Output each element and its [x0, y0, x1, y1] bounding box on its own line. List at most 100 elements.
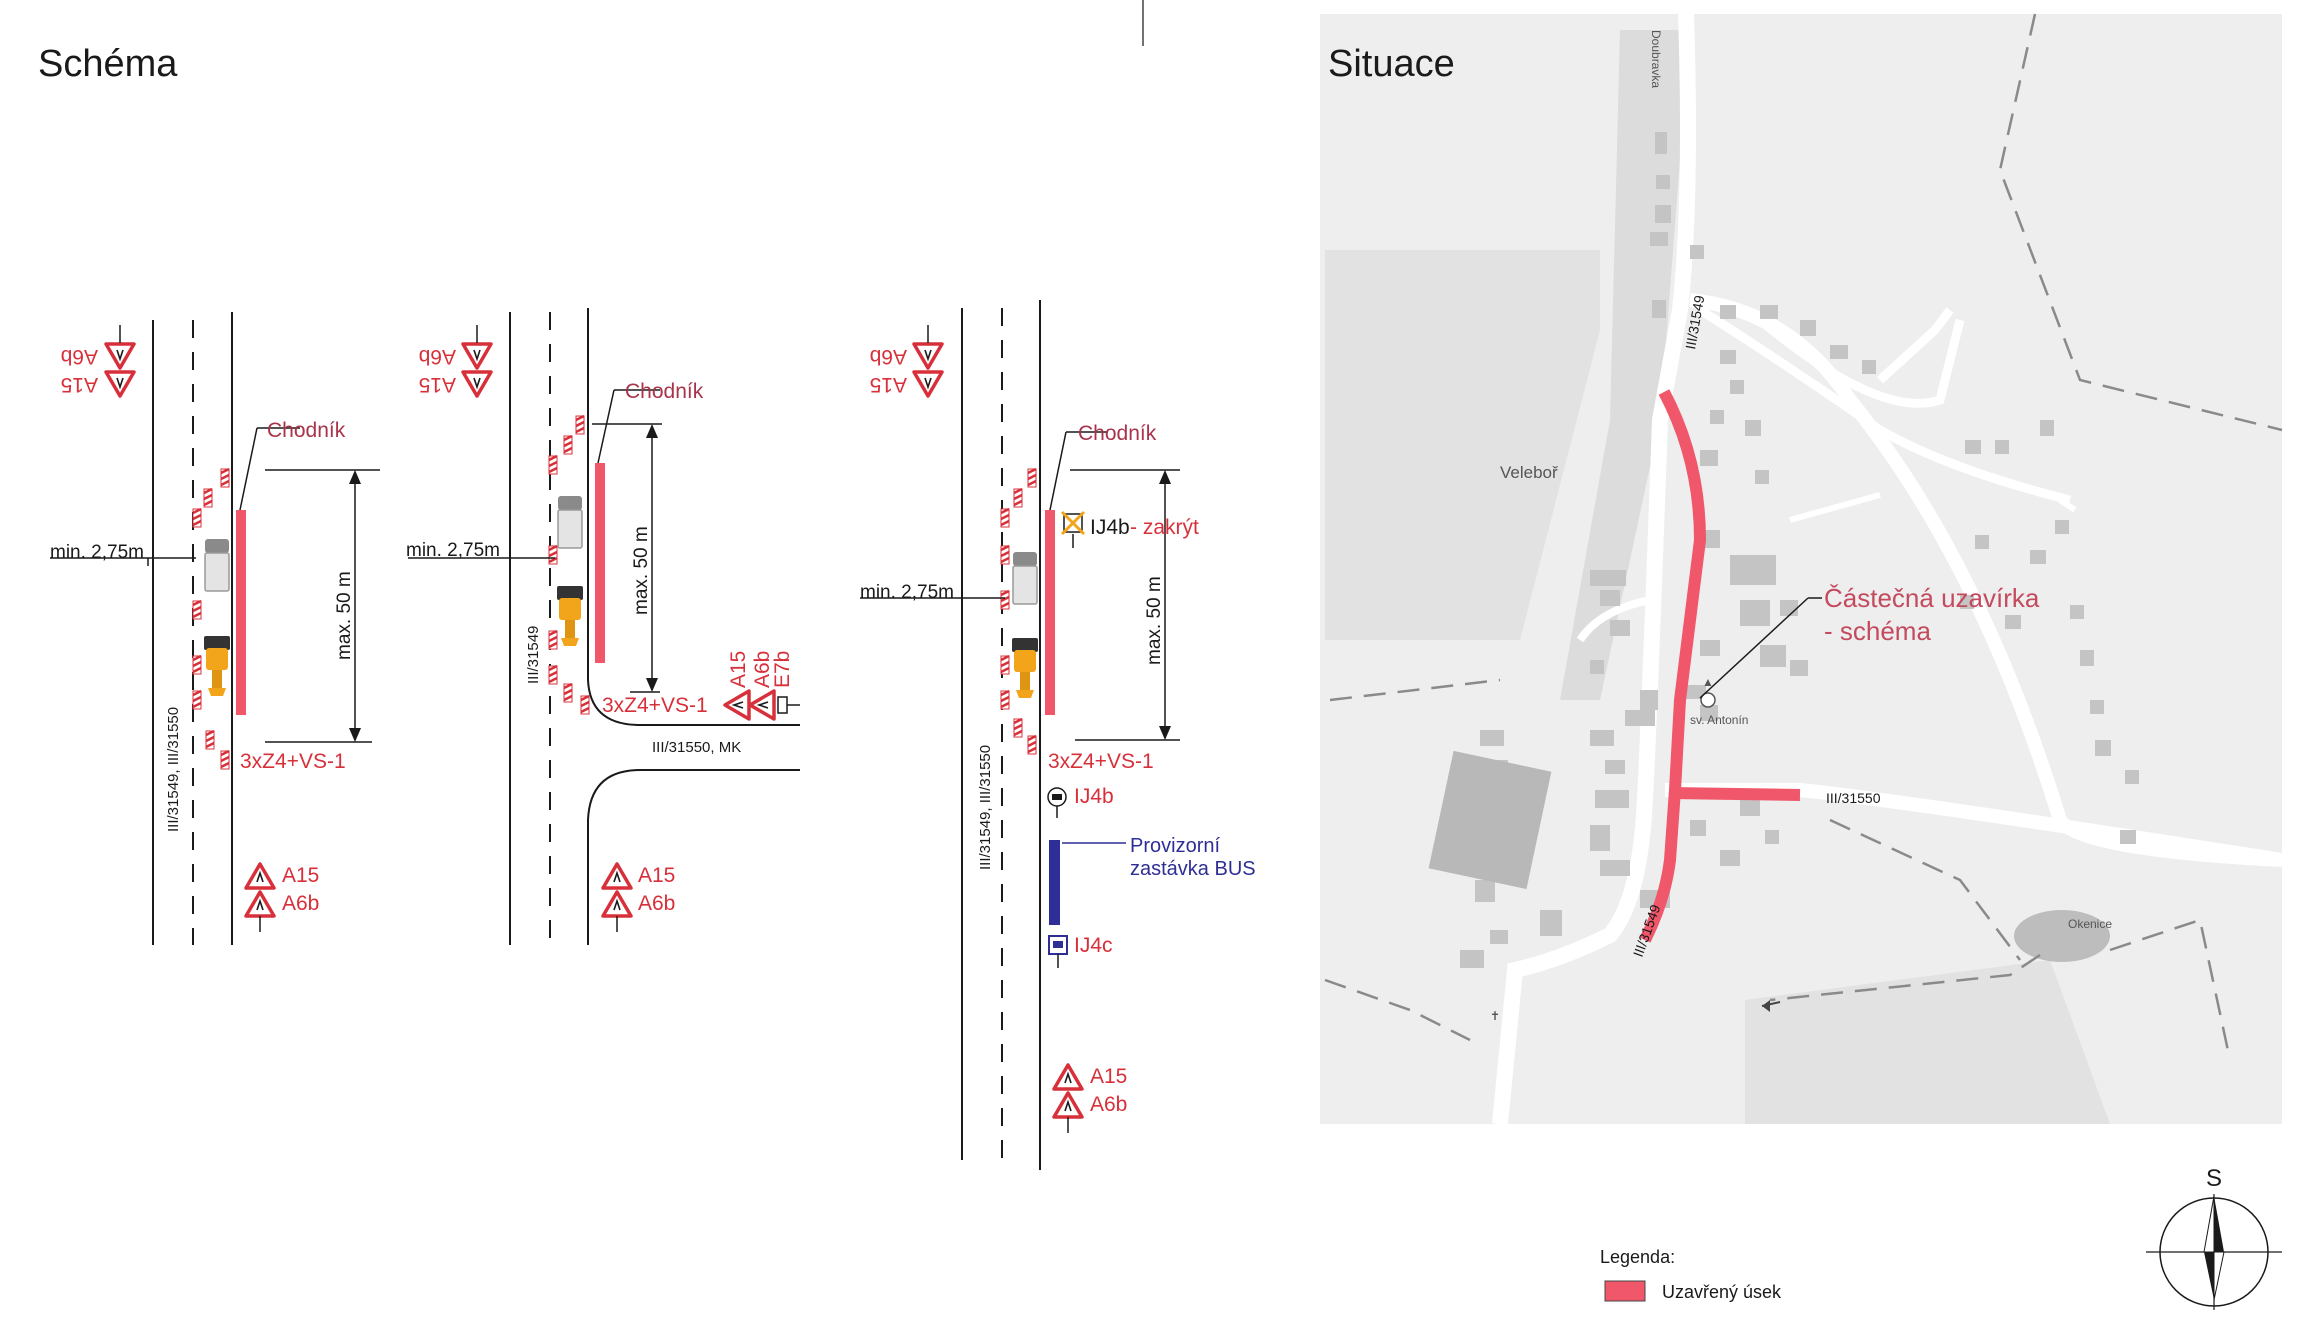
- road-local: [1576, 596, 1651, 643]
- bus-stop-segment: [1049, 840, 1060, 925]
- label-a15: A15: [61, 373, 98, 396]
- label-bus-stop-2: zastávka BUS: [1130, 858, 1256, 880]
- truck-icon: [1012, 551, 1038, 605]
- barrier-icon: [1026, 734, 1038, 756]
- road-local: [1789, 492, 1881, 523]
- road-local: [1697, 306, 2072, 505]
- label-max-len: max. 50 m: [1144, 576, 1165, 665]
- a6b-sign-icon: [912, 342, 944, 370]
- label-a15: A15: [282, 864, 319, 887]
- label-a6b: A6b: [282, 892, 319, 915]
- footpath: [1998, 13, 2283, 432]
- barrier-icon: [191, 599, 203, 621]
- closure-highlight-east: [1669, 787, 1801, 801]
- label-min-width: min. 2,75m: [406, 540, 500, 561]
- label-chodnik: Chodník: [625, 380, 704, 403]
- label-a15: A15: [1090, 1065, 1127, 1088]
- bus-glyph-icon: [1053, 941, 1063, 948]
- church-icon: [1700, 692, 1716, 708]
- label-barrier: 3xZ4+VS-1: [602, 694, 708, 717]
- footpath: [1829, 818, 2021, 961]
- map-label-street-right: Okenice: [2068, 917, 2112, 931]
- barrier-icon: [1012, 487, 1024, 509]
- road-local: [1757, 316, 1965, 408]
- road-local: [1876, 307, 1954, 384]
- situation-map: sv. Antonín ▲ Veleboř Doubravka Okenice …: [1320, 13, 2284, 1125]
- arrow-head: [349, 470, 361, 484]
- barrier-icon: [191, 507, 203, 529]
- label-ij4c: IJ4c: [1074, 934, 1113, 957]
- barrier-icon: [999, 654, 1011, 676]
- road-east: [1689, 293, 2283, 867]
- a15-sign-icon: [461, 370, 493, 398]
- label-a15: A15: [419, 373, 456, 396]
- wood-area: [1560, 30, 1690, 700]
- arrow-head: [1762, 1000, 1770, 1012]
- barrier-icon: [1026, 467, 1038, 489]
- leader-line: [239, 427, 258, 511]
- barrier-icon: [204, 729, 216, 751]
- field-area: [1325, 250, 1600, 640]
- closure-segment: [236, 510, 246, 715]
- legend: Legenda: Uzavřený úsek: [1600, 1247, 1782, 1302]
- label-a6b: A6b: [638, 892, 675, 915]
- map-label-village: Veleboř: [1500, 463, 1558, 482]
- a6b-sign-icon: [1052, 1091, 1084, 1119]
- north-arrow-icon: S: [2146, 1165, 2282, 1310]
- label-a15: A15: [870, 373, 907, 396]
- buildings: [1428, 132, 2139, 968]
- road-edge-corner: [587, 308, 800, 726]
- a6b-sign-icon: [601, 890, 633, 918]
- a15-sign-icon: [1052, 1063, 1084, 1091]
- barrier-icon: [999, 589, 1011, 611]
- label-chodnik: Chodník: [267, 419, 346, 442]
- arrow-head: [349, 728, 361, 742]
- arrow-head: [646, 424, 658, 438]
- barrier-icon: [219, 467, 231, 489]
- map-building-number: ▲: [1702, 675, 1714, 689]
- barrier-icon: [999, 689, 1011, 711]
- a6b-sign-icon: [748, 689, 776, 721]
- excavator-icon: [557, 586, 583, 646]
- label-ij4b: IJ4b: [1090, 516, 1130, 539]
- a15-sign-icon: [601, 862, 633, 890]
- barrier-icon: [202, 487, 214, 509]
- barrier-icon: [574, 414, 586, 436]
- a15-sign-icon: [244, 862, 276, 890]
- label-e7b: E7b: [771, 651, 794, 688]
- label-max-len: max. 50 m: [334, 571, 355, 660]
- pond: [2014, 910, 2110, 962]
- schema-title: Schéma: [38, 43, 178, 85]
- label-barrier: 3xZ4+VS-1: [1048, 750, 1154, 773]
- label-ij4b-bus: IJ4b: [1074, 785, 1114, 808]
- label-road: III/31549: [525, 626, 542, 684]
- footpath: [2109, 918, 2232, 1061]
- footpath: [1769, 953, 2041, 1002]
- arrow-head: [1159, 726, 1171, 740]
- label-a6b: A6b: [419, 345, 456, 368]
- map-road-label-east: III/31550: [1826, 790, 1881, 806]
- label-bus-stop-1: Provizorní: [1130, 835, 1220, 857]
- label-a15: A15: [638, 864, 675, 887]
- barrier-icon: [579, 694, 591, 716]
- barrier-icon: [562, 682, 574, 704]
- barrier-icon: [999, 507, 1011, 529]
- closure-segment: [595, 463, 605, 663]
- barrier-icon: [547, 629, 559, 651]
- label-road: III/31549, III/31550: [165, 707, 182, 832]
- a15-sign-icon: [912, 370, 944, 398]
- road-edge-corner: [587, 769, 800, 945]
- barrier-icon: [191, 689, 203, 711]
- excavator-icon: [204, 636, 230, 696]
- arrow-head: [646, 678, 658, 692]
- label-a15: A15: [727, 651, 750, 688]
- road-local: [2058, 497, 2077, 513]
- scheme-2: A6b A15 Chodník max. 50 m min. 2,75m III…: [406, 308, 800, 945]
- cover-cross-icon: [1060, 510, 1086, 536]
- cross-icon: ✝: [1490, 1009, 1500, 1023]
- barrier-icon: [562, 434, 574, 456]
- field-area: [1745, 960, 2110, 1124]
- barrier-icon: [1012, 717, 1024, 739]
- a6b-sign-icon: [461, 342, 493, 370]
- truck-icon: [557, 495, 583, 549]
